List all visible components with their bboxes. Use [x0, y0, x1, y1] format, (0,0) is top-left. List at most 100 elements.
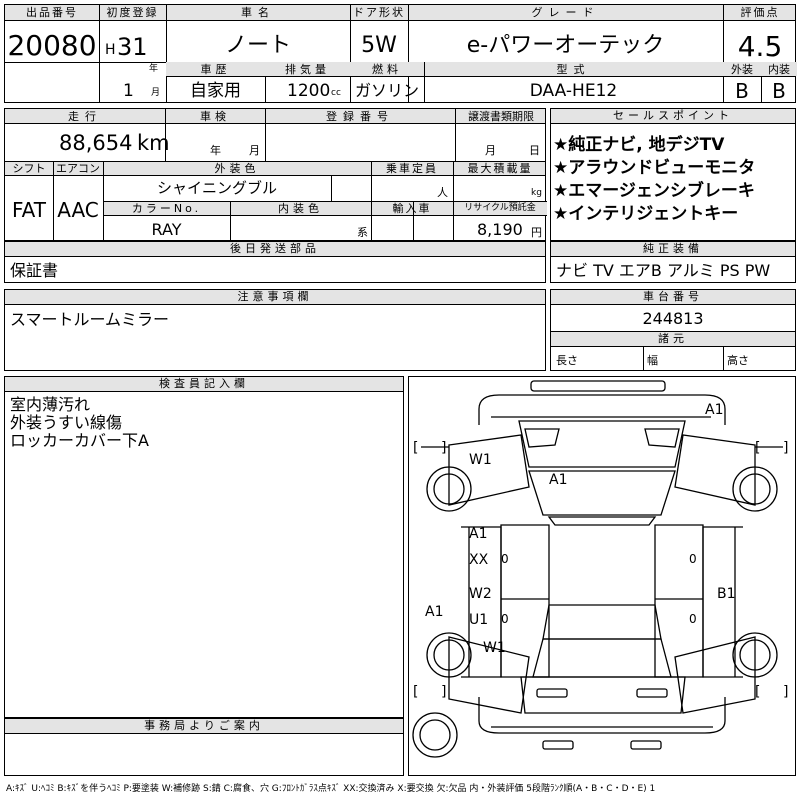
notes-value: スマートルームミラー [10, 310, 170, 329]
ext-color-label: 外装色 [214, 162, 260, 175]
interior-grade-label: 内装 [768, 63, 790, 76]
later-parts-label: 後日発送部品 [5, 242, 545, 257]
header-block: 出品番号 初度登録 車名 ドア形状 グレード 評価点 20080 H 31 年 … [4, 4, 797, 103]
sales-point-2: ★アラウンドビューモニタ [553, 158, 756, 178]
mark-rear-right-door: B1 [717, 586, 736, 602]
mark-zero-4: 0 [689, 612, 697, 626]
inspector-label: 検査員記入欄 [5, 377, 403, 392]
recycle-label: リサイクル預託金 [464, 203, 536, 213]
shift-label: シフト [12, 162, 46, 175]
mark-front-left-door-2: XX [469, 552, 489, 568]
shift: FAT [11, 198, 46, 222]
later-parts-block: 後日発送部品 保証書 [4, 241, 546, 283]
inspection-label: 車検 [200, 110, 230, 123]
bracket-front-right-close: ] [783, 440, 789, 456]
mark-zero-2: 0 [501, 612, 509, 626]
recycle-unit: 円 [531, 226, 542, 239]
grade: e-パワーオーテック [466, 33, 665, 58]
sales-point-4: ★インテリジェントキー [553, 204, 739, 224]
mark-zero-3: 0 [689, 552, 697, 566]
int-color-unit: 系 [357, 226, 368, 239]
length-label: 長さ [556, 354, 578, 367]
inspector-line-1: 室内薄汚れ [10, 395, 91, 414]
damage-legend: A:ｷｽﾞ U:ﾍｺﾐ B:ｷｽﾞを伴うﾍｺﾐ P:要塗装 W:補修跡 S:錆 … [6, 784, 656, 794]
mark-rear-left-fender: W1 [483, 640, 506, 656]
sales-points-label: セールスポイント [551, 109, 795, 124]
car-diagram-block: A1 W1 A1 A1 XX W2 U1 B1 A1 W1 0 0 0 0 [ … [408, 376, 796, 776]
chassis-number: 244813 [642, 309, 704, 328]
reg-no-label: 登録番号 [326, 110, 394, 123]
score-label: 評価点 [740, 6, 780, 19]
capacity-label: 乗車定員 [386, 162, 438, 175]
door: 5W [361, 33, 397, 58]
lot-no-label: 出品番号 [26, 6, 78, 19]
specs-label: 諸元 [551, 331, 795, 347]
history: 自家用 [190, 81, 241, 101]
displacement-unit: cc [331, 88, 341, 98]
model-label: 型式 [556, 63, 591, 76]
chassis-block: 車台番号 244813 諸元 長さ 幅 高さ [550, 289, 796, 371]
mark-rear-left-door-2: U1 [469, 612, 489, 628]
later-parts-value: 保証書 [10, 261, 59, 280]
color-no: RAY [151, 220, 182, 239]
transfer-day-unit: 日 [529, 144, 540, 157]
inspection-year-unit: 年 [210, 144, 221, 157]
height-label: 高さ [727, 354, 749, 367]
era: H [105, 42, 116, 58]
car-diagram [412, 380, 783, 758]
mark-roof: A1 [549, 472, 568, 488]
history-label: 車歴 [200, 63, 231, 76]
details-block: 走行 車検 登録番号 譲渡書類期限 88,654 km 年 月 月 日 シフト … [4, 108, 547, 241]
inspector-line-3: ロッカーカバー下A [10, 431, 149, 450]
lot-no: 20080 [7, 29, 97, 62]
bracket-front-left-close: ] [441, 440, 447, 456]
transfer-month-unit: 月 [485, 144, 496, 157]
fuel-label: 燃料 [372, 63, 402, 76]
genuine-equipment-block: 純正装備 ナビ TV エアB アルミ PS PW [550, 241, 796, 283]
ext-color: シャイニングブル [156, 179, 277, 197]
mark-front-bumper: A1 [705, 402, 724, 418]
mark-left-rocker: A1 [425, 604, 444, 620]
max-load-unit: kg [531, 188, 542, 198]
bracket-rear-left-open: [ [413, 684, 419, 700]
model: DAA-HE12 [529, 81, 618, 101]
bracket-front-left-open: [ [413, 440, 419, 456]
displacement: 1200 [287, 81, 331, 101]
width-label: 幅 [647, 354, 658, 367]
year: 31 [117, 33, 148, 61]
first-reg-label: 初度登録 [106, 6, 159, 19]
office-label: 事務局よりご案内 [5, 719, 403, 734]
mark-front-left-fender: W1 [469, 452, 492, 468]
sales-point-3: ★エマージェンシブレーキ [553, 181, 755, 201]
color-no-label: カラーNo. [131, 202, 202, 215]
header-strip [5, 5, 795, 21]
import-label: 輸入車 [392, 202, 432, 215]
mark-front-left-door: A1 [469, 526, 488, 542]
month-unit: 月 [151, 88, 161, 98]
grade-label: グレード [531, 6, 600, 19]
inspector-line-2: 外装うすい線傷 [10, 413, 123, 432]
car-name: ノート [224, 33, 291, 58]
car-name-label: 車名 [241, 6, 275, 19]
chassis-label: 車台番号 [551, 290, 795, 305]
door-label: ドア形状 [353, 6, 405, 19]
mileage-unit: km [137, 131, 170, 155]
notes-label: 注意事項欄 [5, 290, 545, 305]
office-block: 事務局よりご案内 [4, 718, 404, 776]
bracket-rear-left-close: ] [441, 684, 447, 700]
max-load-label: 最大積載量 [467, 162, 533, 175]
mileage-label: 走行 [68, 110, 102, 123]
bracket-rear-right-open: [ [755, 684, 761, 700]
interior-grade: B [772, 79, 786, 103]
mark-rear-left-door: W2 [469, 586, 492, 602]
bracket-rear-right-close: ] [783, 684, 789, 700]
mileage: 88,654 [59, 131, 133, 155]
genuine-equipment-label: 純正装備 [551, 242, 795, 257]
exterior-grade-label: 外装 [731, 63, 753, 76]
capacity-unit: 人 [437, 186, 448, 199]
ac: AAC [57, 198, 99, 222]
recycle-fee: 8,190 [477, 220, 523, 239]
transfer-deadline-label: 譲渡書類期限 [468, 110, 534, 123]
ac-label: エアコン [56, 162, 100, 175]
sales-point-1: ★純正ナビ, 地デジTV [553, 135, 725, 155]
